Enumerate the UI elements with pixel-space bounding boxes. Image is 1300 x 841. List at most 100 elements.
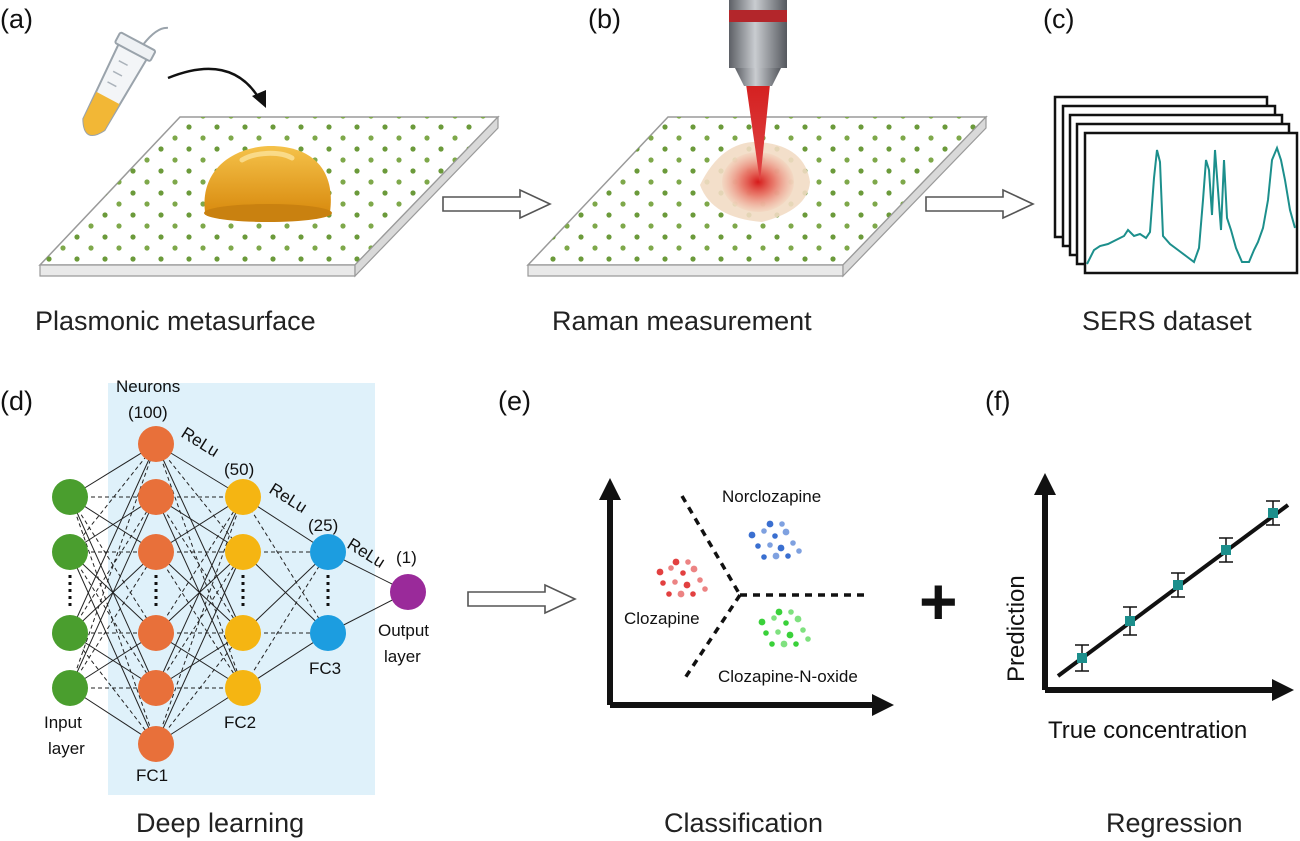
panel-letter-d: (d) [0,386,33,416]
cluster-point-clozapine-7 [697,577,703,583]
sers-spectrum-line [1086,145,1296,265]
flow-arrow-icon-3 [467,583,577,615]
cluster-point-clozapine-1 [668,565,674,571]
regression-ylabel: Prediction [1003,575,1030,682]
neuron-input-2 [52,615,88,651]
cluster-point-norclozapine-0 [748,531,756,539]
caption-c: SERS dataset [1082,306,1252,336]
neuron-fc1-0 [138,426,174,462]
connection-20 [69,551,157,689]
cluster-point-clozapine-n-oxide-9 [780,640,788,648]
regression-point-2 [1171,572,1185,598]
microscope-objective-icon [729,0,787,86]
output-layer-label-2: layer [384,647,421,666]
neuron-fc3-0 [310,534,346,570]
cluster-point-norclozapine-12 [766,520,774,528]
cluster-point-norclozapine-5 [767,542,773,548]
fc1-label: FC1 [136,766,168,785]
class-label-clozapine-n-oxide: Clozapine-N-oxide [718,667,858,686]
neuron-fc2-2 [225,615,261,651]
neuron-fc1-2 [138,534,174,570]
fc1-count-label: (100) [128,403,168,422]
connection-18 [69,443,157,689]
panel-letter-b: (b) [588,4,621,34]
panel-letter-c: (c) [1043,4,1074,34]
cluster-point-clozapine-12 [672,558,680,566]
cluster-point-clozapine-n-oxide-5 [775,629,781,635]
neuron-fc1-1 [138,479,174,515]
cluster-point-norclozapine-6 [777,544,785,552]
cluster-point-clozapine-8 [666,591,672,597]
cluster-point-clozapine-11 [702,586,708,592]
caption-d: Deep learning [136,808,304,838]
laser-beam-icon [746,84,770,182]
regression-xlabel: True concentration [1048,717,1247,744]
class-clusters [656,520,811,648]
fc2-label: FC2 [224,713,256,732]
class-label-norclozapine: Norclozapine [722,487,821,506]
neurons-label: Neurons [116,377,180,396]
neuron-input-1 [52,534,88,570]
output-count-label: (1) [396,548,417,567]
connection-54 [242,551,329,689]
neuron-fc1-5 [138,726,174,762]
fc2-count-label: (50) [224,460,254,479]
panel-letter-a: (a) [0,4,33,34]
flow-arrow-icon-1 [442,188,552,220]
neuron-fc1-3 [138,615,174,651]
regression-fit-line [1056,503,1290,678]
connection-52 [242,551,329,634]
fc3-label: FC3 [309,659,341,678]
cluster-point-clozapine-10 [690,591,696,597]
neuron-fc2-1 [225,534,261,570]
cluster-point-clozapine-0 [656,568,664,576]
connection-46 [155,632,244,745]
cluster-point-clozapine-6 [683,581,691,589]
input-layer-label-1: Input [44,713,82,732]
regression-axes [1034,473,1294,701]
regression-point-0 [1075,644,1089,672]
neuron-input-0 [52,479,88,515]
connection-27 [155,443,244,689]
cluster-point-clozapine-n-oxide-13 [788,609,794,615]
cluster-point-norclozapine-9 [772,552,780,560]
neuron-fc2-0 [225,479,261,515]
cluster-point-norclozapine-10 [785,553,791,559]
connection-12 [69,443,157,634]
connection-5 [69,496,157,745]
panel-letter-f: (f) [985,386,1010,416]
connection-40 [155,496,244,689]
connection-26 [155,443,244,634]
cluster-point-clozapine-n-oxide-2 [783,620,789,626]
input-layer-label-2: layer [48,739,85,758]
cluster-point-norclozapine-3 [782,528,790,536]
cluster-point-norclozapine-7 [790,540,796,546]
cluster-point-norclozapine-13 [779,521,785,527]
cluster-point-clozapine-3 [690,565,698,573]
dried-sample-spot [700,141,810,222]
connection-13 [69,496,157,634]
cluster-point-clozapine-n-oxide-3 [794,615,802,623]
cluster-point-clozapine-5 [672,579,678,585]
connection-49 [242,496,329,634]
cluster-point-clozapine-13 [685,559,691,565]
cluster-point-clozapine-n-oxide-6 [786,631,794,639]
neuron-fc3-1 [310,615,346,651]
cluster-point-norclozapine-8 [761,554,767,560]
caption-e: Classification [664,808,823,838]
connection-19 [69,496,157,689]
transfer-arrow-icon [167,67,262,101]
connection-11 [69,551,157,745]
caption-f: Regression [1106,808,1243,838]
cluster-point-clozapine-n-oxide-7 [800,627,806,633]
pipette-tube-icon [82,26,169,136]
class-boundaries [680,495,868,679]
cluster-point-clozapine-n-oxide-1 [771,615,777,621]
connection-36 [155,496,244,634]
neuron-fc2-3 [225,670,261,706]
connection-44 [155,496,244,745]
cluster-point-clozapine-n-oxide-8 [769,641,775,647]
regression-point-1 [1123,606,1137,636]
network-ellipsis [68,575,330,610]
